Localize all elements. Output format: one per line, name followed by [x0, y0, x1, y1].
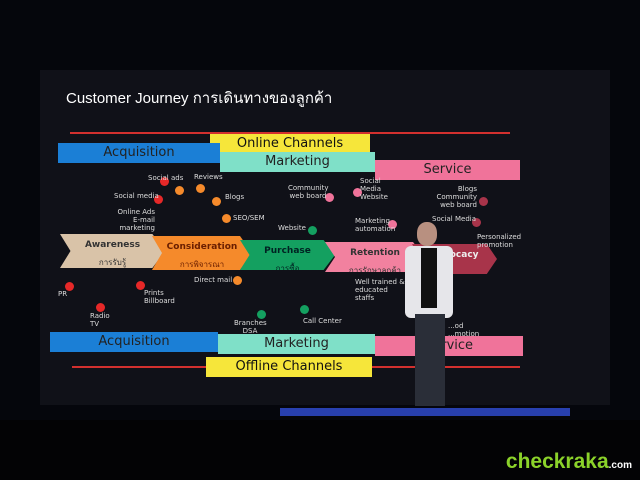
touchpoint-dot [233, 276, 242, 285]
touchpoint-dot [222, 214, 231, 223]
online-channels-label: Online Channels [210, 134, 370, 154]
touchpoint-dot [257, 310, 266, 319]
touchpoint-dot [325, 193, 334, 202]
label-call-center: Call Center [303, 317, 342, 325]
touchpoint-dot [96, 303, 105, 312]
touchpoint-dot [212, 197, 221, 206]
touchpoint-dot [308, 226, 317, 235]
label-radio: Radio TV [90, 312, 110, 328]
label-marketing-automation: Marketing automation [355, 217, 396, 233]
touchpoint-dot [472, 218, 481, 227]
label-blogs-community: Blogs Community web board [436, 185, 477, 209]
label-branches: Branches DSA [234, 319, 267, 335]
label-seo: SEO/SEM [233, 214, 265, 222]
stage-edge [280, 408, 570, 416]
slide-title: Customer Journey การเดินทางของลูกค้า [66, 90, 333, 107]
top-marketing: Marketing [220, 152, 375, 172]
touchpoint-dot [479, 197, 488, 206]
top-acquisition: Acquisition [58, 143, 220, 163]
label-personalized: Personalized promotion [477, 233, 522, 249]
offline-channels-label: Offline Channels [206, 357, 372, 377]
touchpoint-dot [160, 177, 169, 186]
touchpoint-dot [136, 281, 145, 290]
label-social-media-2: Social Media [432, 215, 477, 223]
watermark-logo: checkraka.com [505, 450, 632, 473]
touchpoint-dot [65, 282, 74, 291]
top-service: Service [375, 160, 520, 180]
touchpoint-dot [154, 195, 163, 204]
label-promotion: ...od ...motion [448, 322, 480, 338]
label-social-media: Social media [114, 192, 159, 200]
touchpoint-dot [175, 186, 184, 195]
presenter [405, 222, 455, 412]
bottom-acquisition: Acquisition [50, 332, 218, 352]
label-website: Website [278, 224, 306, 232]
touchpoint-dot [353, 188, 362, 197]
touchpoint-dot [388, 220, 397, 229]
label-social-ads: Social ads [148, 174, 184, 182]
label-prints: Prints Billboard [144, 289, 175, 305]
label-online-ads: Online Ads E-mail marketing [117, 208, 155, 232]
label-community: Community web board [288, 184, 329, 200]
bottom-marketing: Marketing [218, 334, 375, 354]
label-well-trained: Well trained & educated staffs [355, 278, 405, 302]
label-blogs: Blogs [225, 193, 245, 201]
online-arrow [70, 132, 510, 134]
label-sm-website: Social Media Website [360, 177, 388, 201]
label-reviews: Reviews [194, 173, 223, 181]
label-direct-mail: Direct mail [194, 276, 233, 284]
label-pr: PR [58, 290, 68, 298]
touchpoint-dot [300, 305, 309, 314]
audience [0, 420, 640, 480]
touchpoint-dot [196, 184, 205, 193]
